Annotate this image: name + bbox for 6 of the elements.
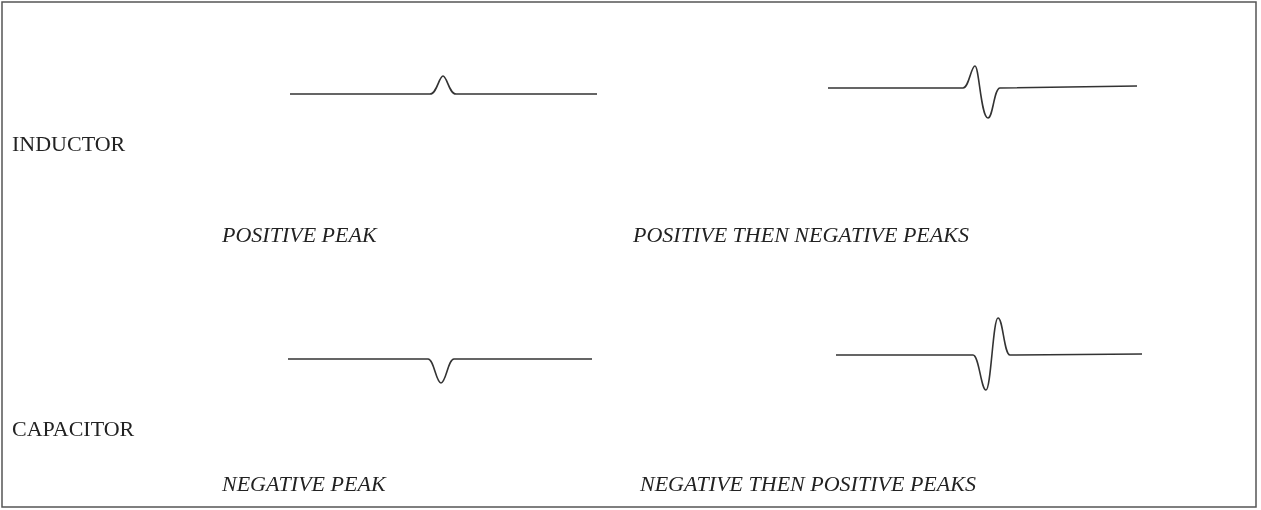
waveform-caption: NEGATIVE PEAK — [222, 473, 386, 495]
row-label: INDUCTOR — [12, 133, 126, 155]
waveform-caption: NEGATIVE THEN POSITIVE PEAKS — [640, 473, 976, 495]
waveform-caption: POSITIVE THEN NEGATIVE PEAKS — [633, 224, 969, 246]
waveform-caption: POSITIVE PEAK — [222, 224, 377, 246]
row-label: CAPACITOR — [12, 418, 135, 440]
